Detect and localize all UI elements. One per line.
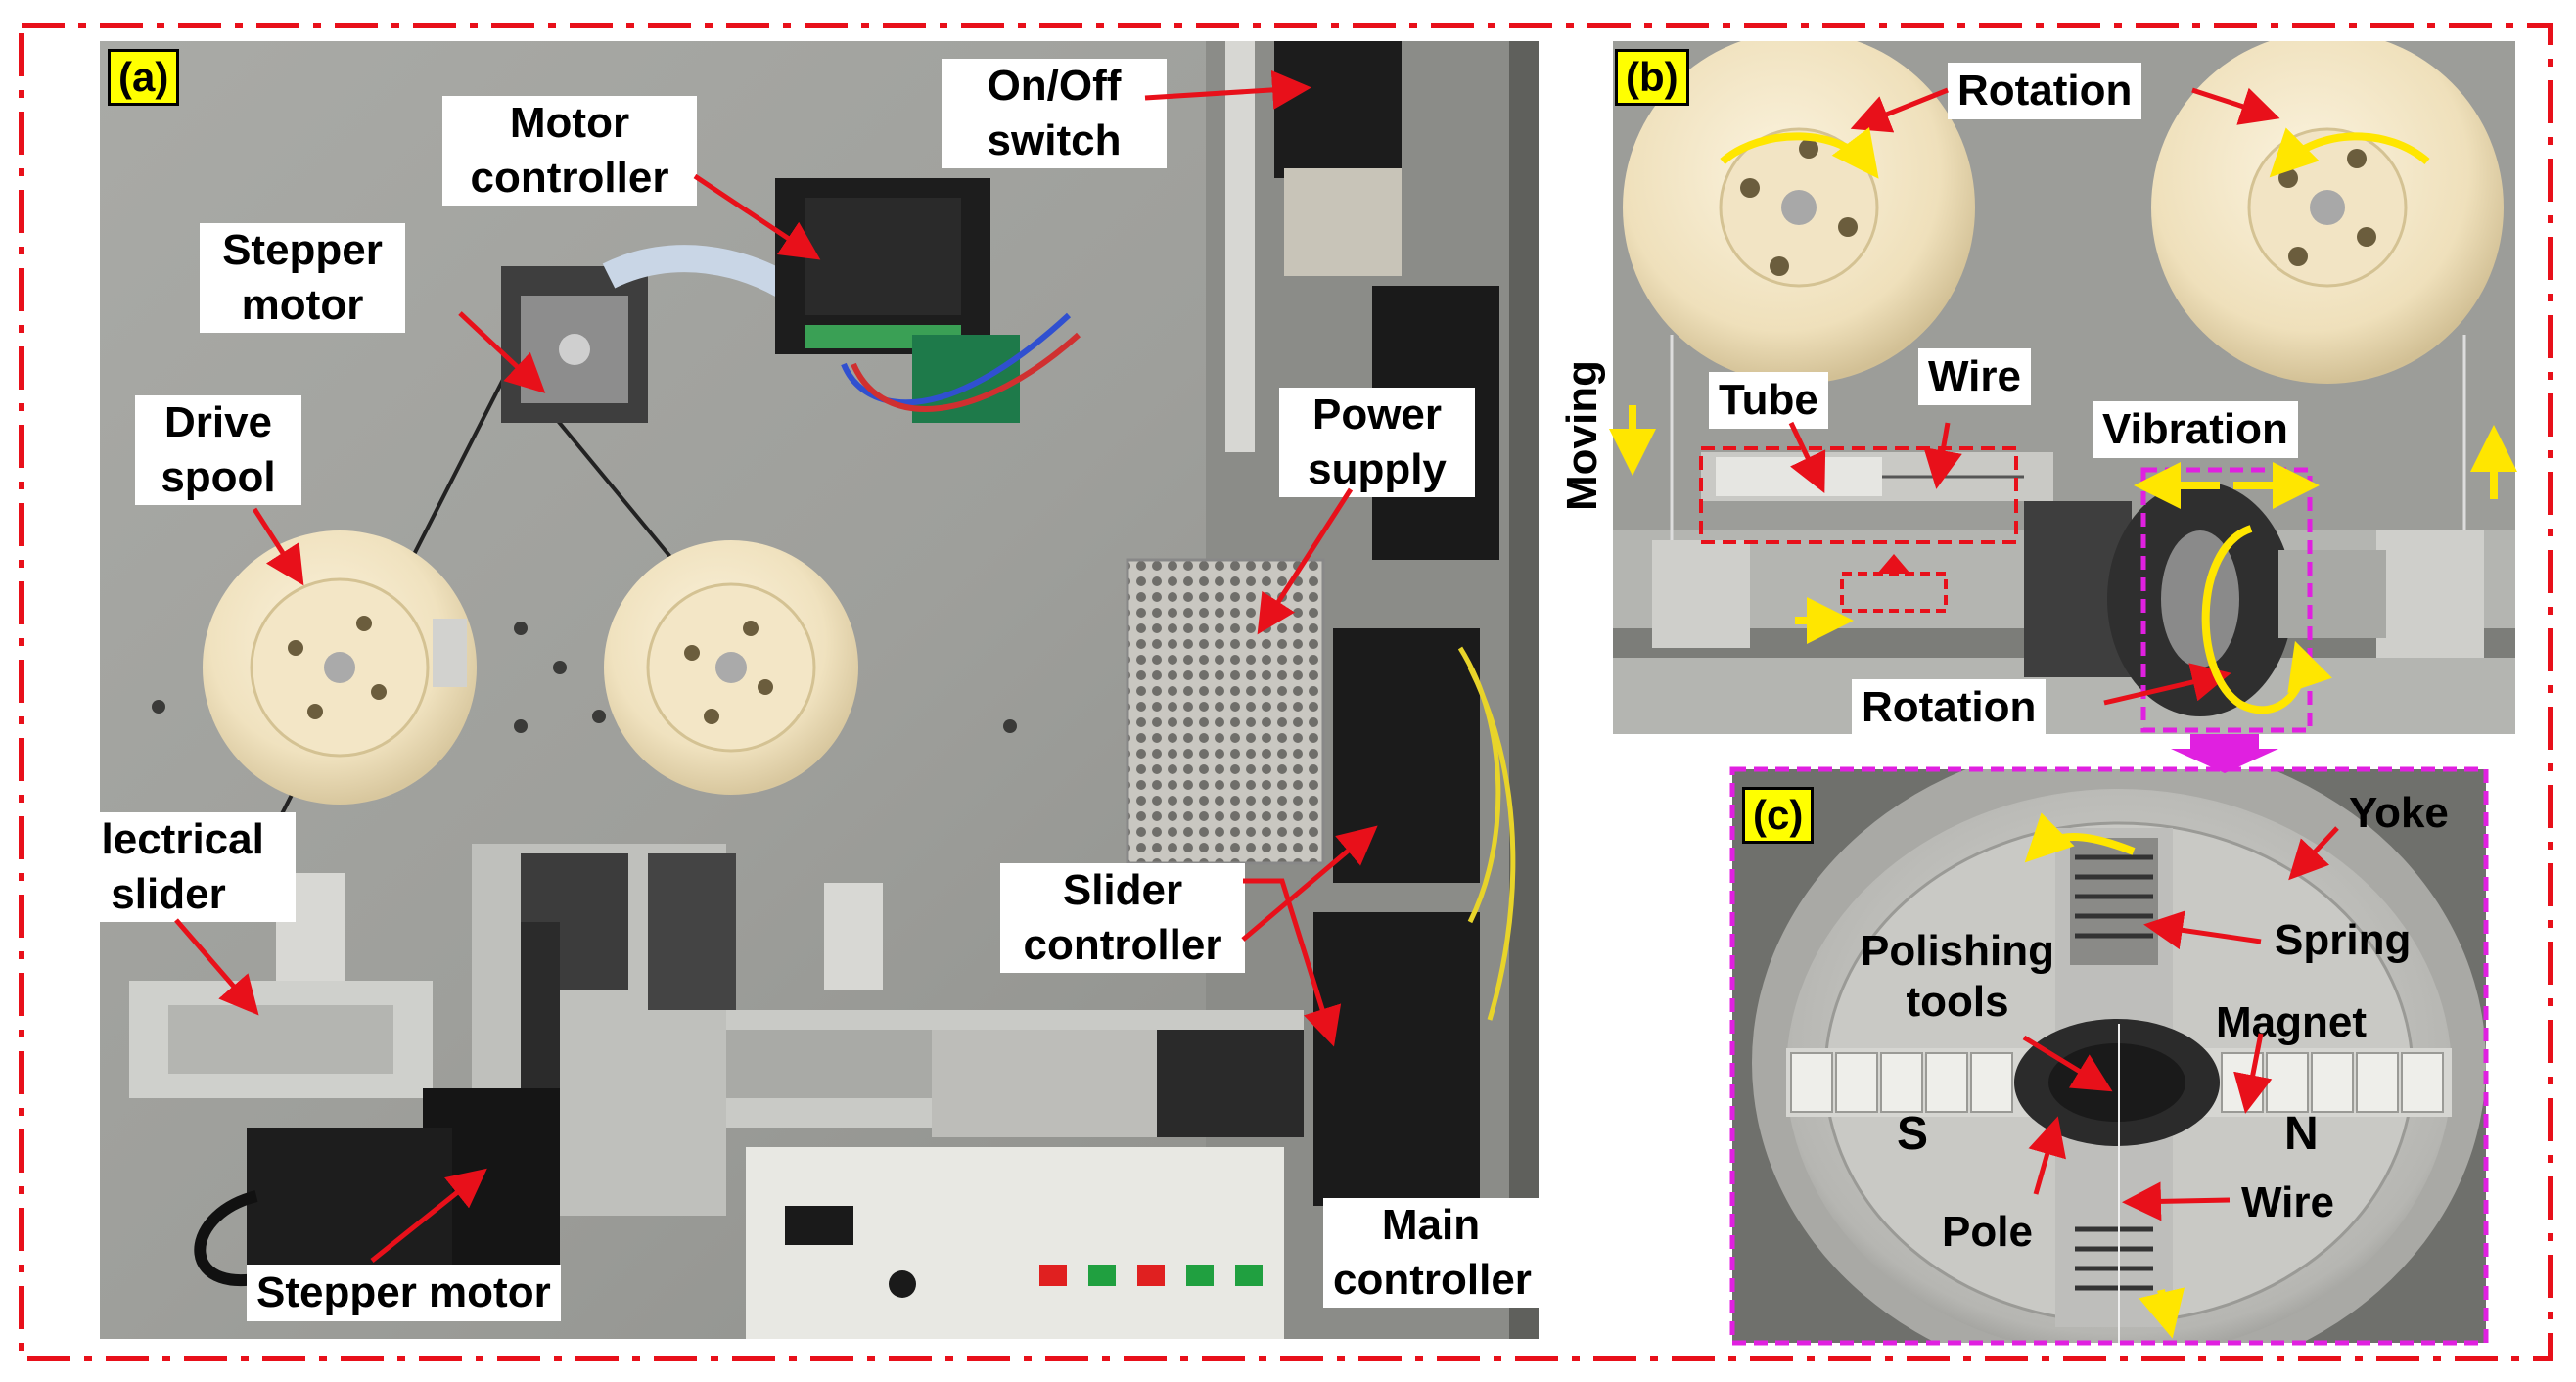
panel-a-tag: (a) bbox=[108, 49, 180, 106]
label-on-off-switch: On/Off switch bbox=[942, 59, 1167, 168]
label-magnet: Magnet bbox=[2216, 998, 2367, 1046]
label-motor-controller: Motor controller bbox=[442, 96, 697, 206]
label-tube: Tube bbox=[1709, 372, 1828, 429]
label-rotation-bottom: Rotation bbox=[1852, 679, 2047, 734]
label-electrical-slider: Electrical slider bbox=[100, 812, 296, 922]
panel-c: (c) Yoke Spring Polishing tools Magnet S… bbox=[1732, 769, 2486, 1343]
label-yoke: Yoke bbox=[2349, 789, 2449, 837]
label-drive-spool: Drive spool bbox=[135, 395, 301, 505]
label-vibration: Vibration bbox=[2093, 401, 2298, 458]
panel-b-tag: (b) bbox=[1615, 49, 1689, 106]
label-slider-controller: Slider controller bbox=[1000, 863, 1245, 973]
label-wire-b: Wire bbox=[1918, 348, 2031, 405]
label-main-controller: Main controller bbox=[1323, 1198, 1539, 1308]
label-rotation-top: Rotation bbox=[1948, 63, 2142, 119]
panel-c-photo bbox=[1732, 769, 2486, 1343]
arrow-magenta-down bbox=[2171, 734, 2278, 773]
panel-c-tag: (c) bbox=[1742, 787, 1815, 844]
label-moving: Moving bbox=[1558, 360, 1606, 511]
label-pole-s: S bbox=[1897, 1108, 1929, 1160]
label-spring: Spring bbox=[2275, 916, 2412, 964]
panel-a-photo bbox=[100, 41, 1539, 1339]
label-pole: Pole bbox=[1942, 1208, 2033, 1256]
label-polishing-tools: Polishing tools bbox=[1861, 927, 2054, 1026]
label-stepper-motor-bottom: Stepper motor bbox=[247, 1265, 561, 1321]
panel-a: (a) On/Off switch Motor controller Stepp… bbox=[100, 41, 1539, 1339]
label-power-supply: Power supply bbox=[1279, 388, 1475, 497]
panel-b: (b) Rotation Tube Wire Vibration Rotatio… bbox=[1613, 41, 2515, 734]
label-stepper-motor-top: Stepper motor bbox=[200, 223, 405, 333]
label-pole-n: N bbox=[2284, 1108, 2319, 1160]
label-wire-c: Wire bbox=[2241, 1178, 2334, 1226]
